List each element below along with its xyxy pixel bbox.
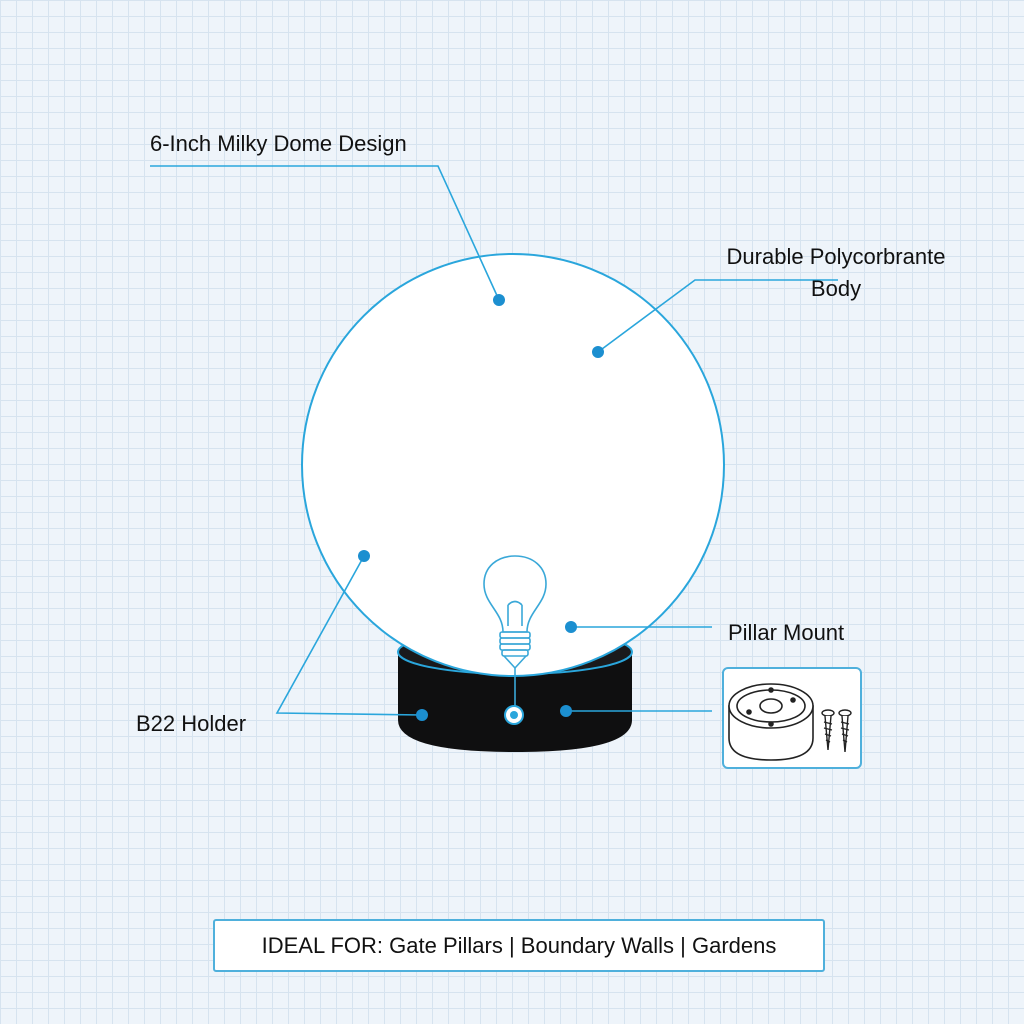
leader-body bbox=[597, 279, 838, 353]
milky-dome bbox=[301, 253, 725, 677]
leader-lines bbox=[150, 165, 838, 716]
light-bulb-icon bbox=[483, 555, 547, 706]
ideal-for-banner: IDEAL FOR: Gate Pillars | Boundary Walls… bbox=[213, 919, 825, 972]
label-durable-body: Durable Polycorbrante Body bbox=[710, 241, 962, 305]
label-b22-holder: B22 Holder bbox=[136, 711, 247, 736]
holder-socket bbox=[504, 705, 524, 725]
dot-body bbox=[592, 346, 604, 358]
label-pillar-mount: Pillar Mount bbox=[728, 620, 845, 645]
dot-dome bbox=[493, 294, 505, 306]
dot-holder-left bbox=[416, 709, 428, 721]
dot-holder-upper bbox=[358, 550, 370, 562]
leader-dome bbox=[150, 165, 500, 301]
pillar-mount-base-icon bbox=[728, 683, 814, 761]
label-dome-design: 6-Inch Milky Dome Design bbox=[150, 131, 407, 156]
dot-pillar bbox=[565, 621, 577, 633]
screw-icon bbox=[821, 709, 852, 753]
leader-holder bbox=[275, 555, 423, 716]
pillar-mount-inset bbox=[722, 667, 862, 769]
callout-dots bbox=[358, 294, 604, 721]
label-durable-body-line1: Durable Polycorbrante bbox=[726, 244, 946, 269]
label-durable-body-line2: Body bbox=[810, 275, 862, 301]
dot-mount-right bbox=[560, 705, 572, 717]
